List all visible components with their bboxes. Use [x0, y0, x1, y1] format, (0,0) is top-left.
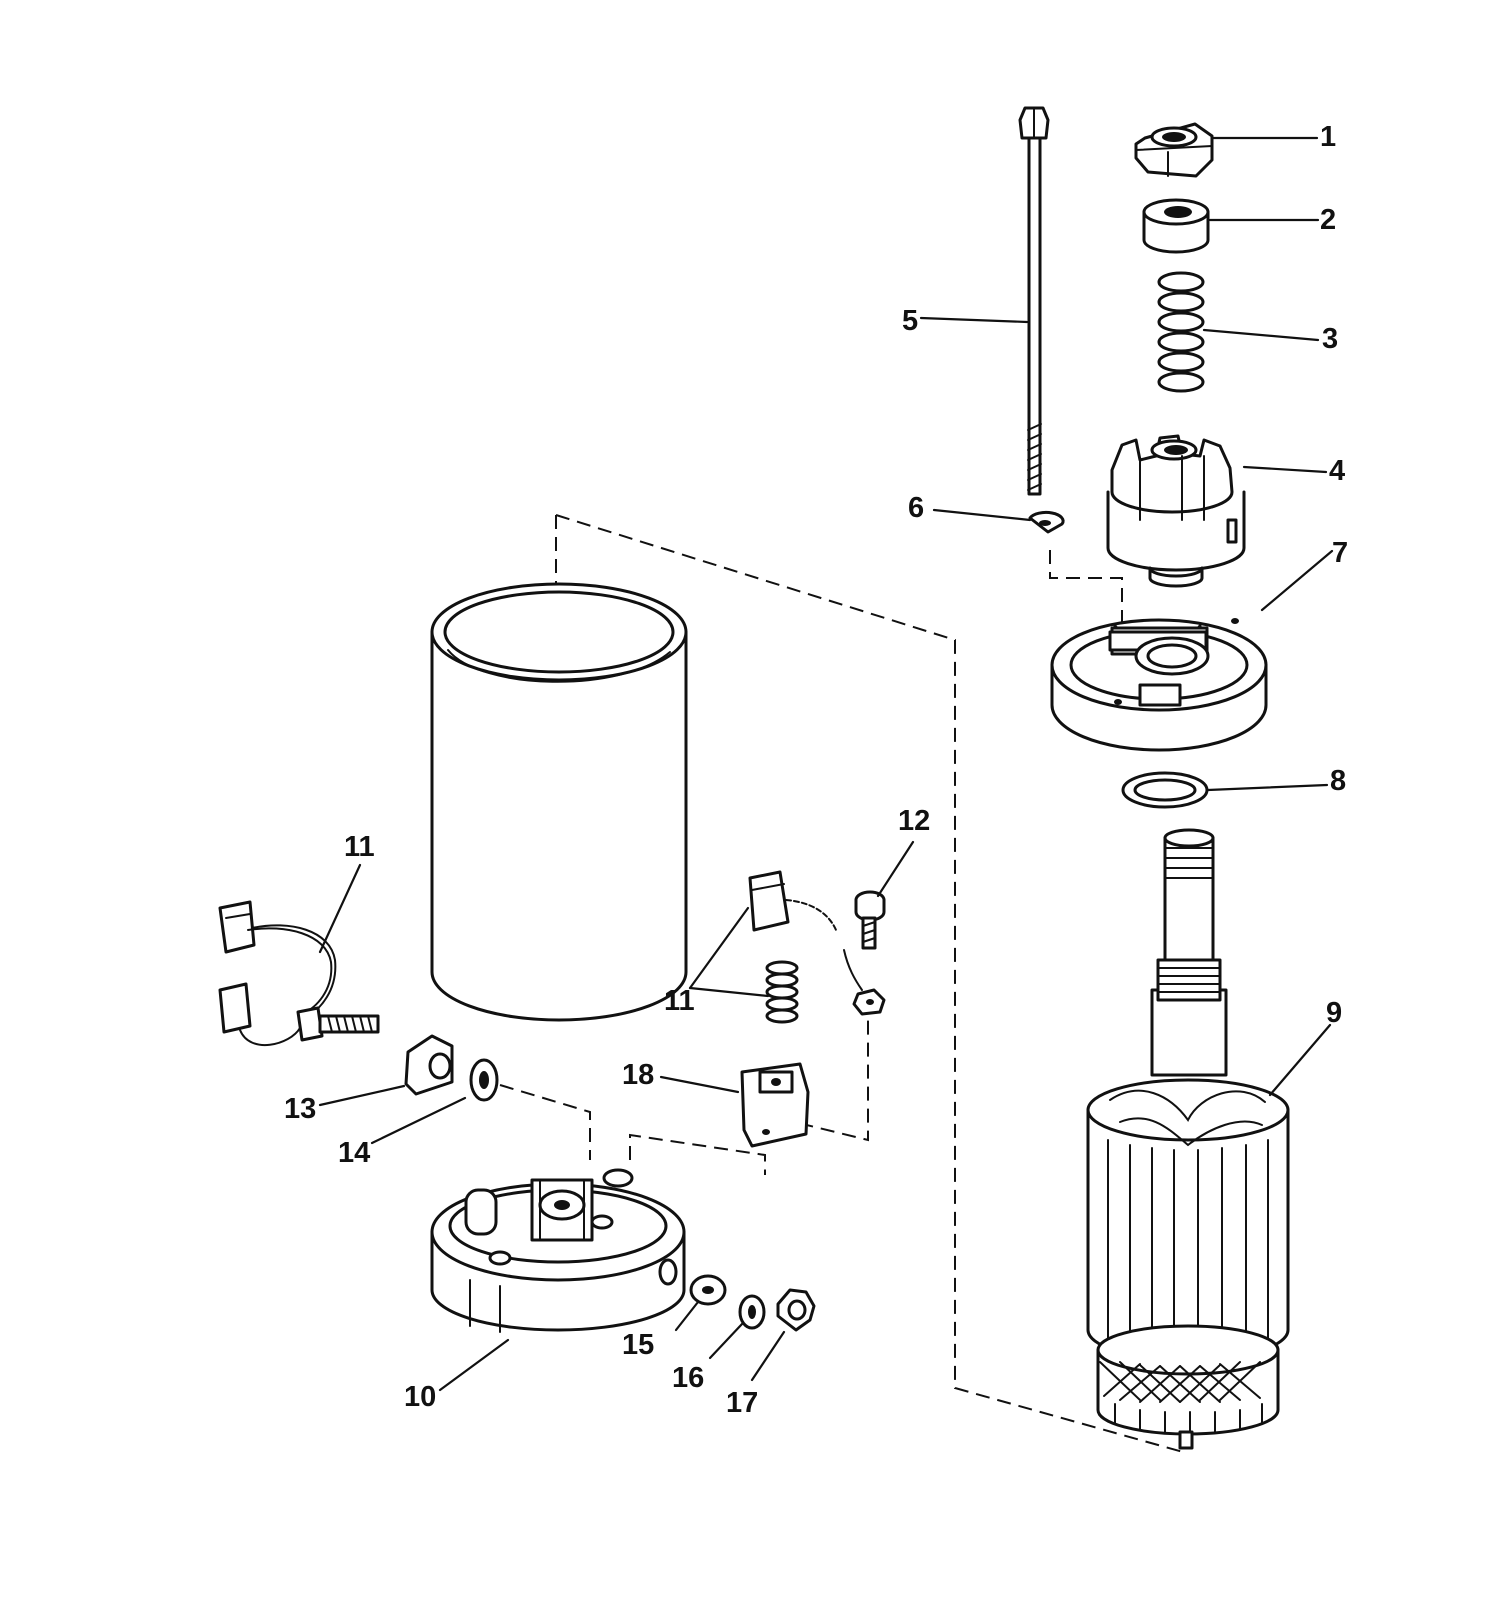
pinion-nut — [1134, 122, 1214, 178]
part-number-label: 11 — [344, 831, 375, 863]
part-number-label: 12 — [898, 805, 930, 837]
drive-end-cap — [1050, 618, 1268, 752]
armature — [1086, 828, 1290, 1450]
part-number-label: 8 — [1330, 765, 1346, 797]
part-number-label: 16 — [672, 1362, 704, 1394]
brush-holder — [740, 1062, 810, 1148]
part-number-label: 5 — [902, 305, 918, 337]
part-number-labels: 1 2 3 4 5 6 7 8 9 10 11 11 12 13 14 15 1… — [284, 121, 1348, 1419]
part-number-label: 3 — [1322, 323, 1338, 355]
terminal-insulator — [404, 1034, 454, 1096]
part-number-label: 14 — [338, 1137, 370, 1169]
drive-pinion — [1106, 434, 1246, 588]
lockwasher — [1028, 510, 1065, 534]
part-number-label: 9 — [1326, 997, 1342, 1029]
insulating-washer — [469, 1058, 499, 1102]
commutator-end-cap — [430, 1168, 686, 1333]
part-number-label: 13 — [284, 1093, 316, 1125]
terminal-flat-washer — [689, 1274, 727, 1306]
ground-lead — [843, 949, 886, 1016]
field-frame — [430, 582, 688, 1022]
terminal-lockwasher — [738, 1294, 766, 1330]
anti-drift-spring — [1157, 271, 1205, 393]
terminal-hex-nut — [776, 1288, 816, 1332]
assembly-guide-lines — [499, 514, 1184, 1453]
part-number-label: 10 — [404, 1381, 436, 1413]
part-number-label: 1 — [1320, 121, 1336, 153]
part-number-label: 17 — [726, 1387, 758, 1419]
through-bolt — [1018, 106, 1050, 496]
part-number-label: 18 — [622, 1059, 654, 1091]
stop-collar — [1142, 198, 1210, 254]
brush-and-spring — [748, 870, 837, 1024]
part-number-label: 4 — [1329, 455, 1345, 487]
part-number-label: 11 — [664, 985, 695, 1017]
brush-screw — [854, 890, 886, 950]
part-number-label: 2 — [1320, 204, 1336, 236]
terminal-lead-assembly — [218, 900, 380, 1046]
part-number-label: 6 — [908, 492, 924, 524]
leader-lines — [318, 136, 1334, 1392]
part-number-label: 15 — [622, 1329, 654, 1361]
part-number-label: 7 — [1332, 537, 1348, 569]
thrust-washer — [1121, 771, 1209, 809]
